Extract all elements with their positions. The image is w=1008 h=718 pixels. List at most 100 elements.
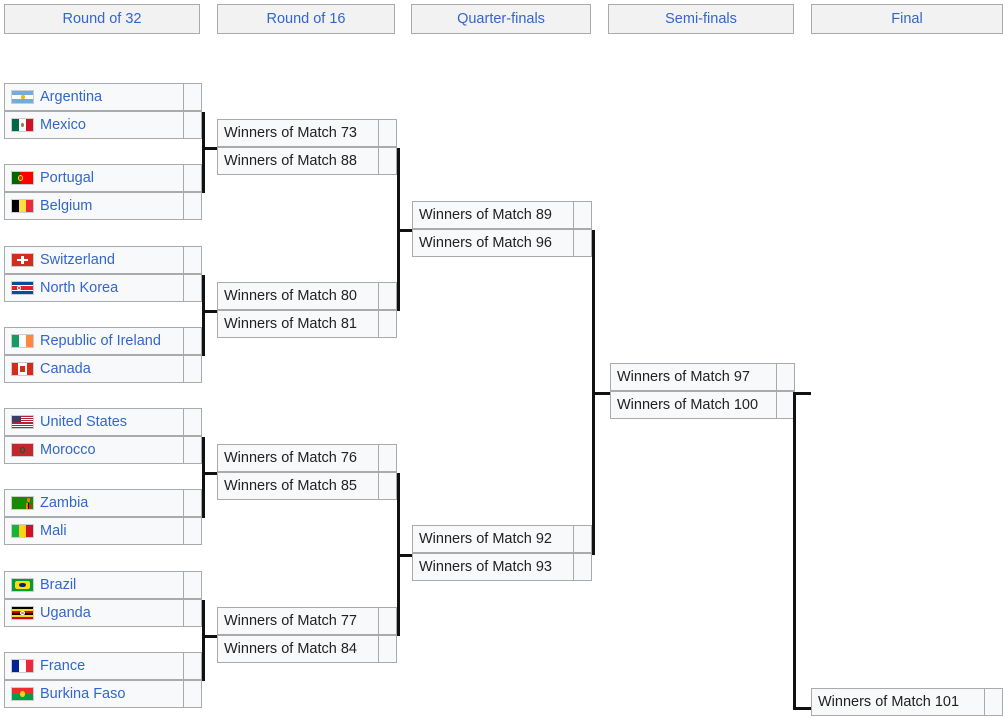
team-entry[interactable]: Belgium bbox=[4, 192, 202, 220]
team-score-cell bbox=[183, 409, 201, 435]
semi-final-label: Winners of Match 100 bbox=[617, 397, 759, 413]
team-score-cell bbox=[183, 490, 201, 516]
round-of-16-label: Winners of Match 88 bbox=[224, 153, 357, 169]
quarter-final-label: Winners of Match 96 bbox=[419, 235, 552, 251]
connector-stub-r16-pair-2 bbox=[397, 554, 412, 557]
connector-stub-r32-pair-2 bbox=[202, 310, 217, 313]
team-name-cell: Portugal bbox=[5, 165, 183, 191]
connector-stub-r32-pair-1 bbox=[202, 147, 217, 150]
round-of-16-name-cell: Winners of Match 85 bbox=[218, 473, 378, 499]
connector-vertical-r32-pair-3 bbox=[202, 437, 205, 518]
round-of-16-entry[interactable]: Winners of Match 81 bbox=[217, 310, 397, 338]
round-of-16-entry[interactable]: Winners of Match 77 bbox=[217, 607, 397, 635]
quarter-final-entry[interactable]: Winners of Match 89 bbox=[412, 201, 592, 229]
round-of-16-score-cell bbox=[378, 636, 396, 662]
team-entry[interactable]: Mali bbox=[4, 517, 202, 545]
quarter-final-name-cell: Winners of Match 92 bbox=[413, 526, 573, 552]
team-name-cell: France bbox=[5, 653, 183, 679]
round-of-16-score-cell bbox=[378, 473, 396, 499]
team-score-cell bbox=[183, 600, 201, 626]
round-header-2: Round of 16 bbox=[217, 4, 395, 34]
quarter-final-label: Winners of Match 93 bbox=[419, 559, 552, 575]
flag-burkina-faso-icon bbox=[11, 687, 34, 701]
team-entry[interactable]: Republic of Ireland bbox=[4, 327, 202, 355]
connector-stub-qf-pair-1 bbox=[592, 392, 610, 395]
quarter-final-entry[interactable]: Winners of Match 96 bbox=[412, 229, 592, 257]
semi-final-name-cell: Winners of Match 100 bbox=[611, 392, 776, 418]
team-name-cell: Switzerland bbox=[5, 247, 183, 273]
round-of-16-score-cell bbox=[378, 283, 396, 309]
team-entry[interactable]: Portugal bbox=[4, 164, 202, 192]
team-entry[interactable]: Zambia bbox=[4, 489, 202, 517]
team-score-cell bbox=[183, 681, 201, 707]
team-label: Portugal bbox=[40, 170, 95, 186]
round-of-16-entry[interactable]: Winners of Match 88 bbox=[217, 147, 397, 175]
quarter-final-name-cell: Winners of Match 96 bbox=[413, 230, 573, 256]
team-entry[interactable]: Burkina Faso bbox=[4, 680, 202, 708]
quarter-final-name-cell: Winners of Match 89 bbox=[413, 202, 573, 228]
round-of-16-label: Winners of Match 80 bbox=[224, 288, 357, 304]
team-label: United States bbox=[40, 414, 128, 430]
flag-brazil-icon bbox=[11, 578, 34, 592]
team-label: France bbox=[40, 658, 86, 674]
team-entry[interactable]: Argentina bbox=[4, 83, 202, 111]
quarter-final-entry[interactable]: Winners of Match 92 bbox=[412, 525, 592, 553]
round-of-16-score-cell bbox=[378, 608, 396, 634]
team-entry[interactable]: Morocco bbox=[4, 436, 202, 464]
round-of-16-label: Winners of Match 84 bbox=[224, 641, 357, 657]
round-header-5: Final bbox=[811, 4, 1003, 34]
round-of-16-name-cell: Winners of Match 84 bbox=[218, 636, 378, 662]
team-name-cell: North Korea bbox=[5, 275, 183, 301]
team-name-cell: Argentina bbox=[5, 84, 183, 110]
round-of-16-entry[interactable]: Winners of Match 84 bbox=[217, 635, 397, 663]
team-label: Morocco bbox=[40, 442, 96, 458]
quarter-final-score-cell bbox=[573, 230, 591, 256]
round-of-16-score-cell bbox=[378, 445, 396, 471]
connector-stub-r32-pair-4 bbox=[202, 635, 217, 638]
round-of-16-name-cell: Winners of Match 80 bbox=[218, 283, 378, 309]
team-name-cell: Mexico bbox=[5, 112, 183, 138]
flag-uganda-icon bbox=[11, 606, 34, 620]
team-entry[interactable]: Switzerland bbox=[4, 246, 202, 274]
team-score-cell bbox=[183, 112, 201, 138]
team-label: Belgium bbox=[40, 198, 93, 214]
round-of-16-entry[interactable]: Winners of Match 80 bbox=[217, 282, 397, 310]
team-label: Republic of Ireland bbox=[40, 333, 161, 349]
flag-portugal-icon bbox=[11, 171, 34, 185]
round-of-16-label: Winners of Match 77 bbox=[224, 613, 357, 629]
team-name-cell: Morocco bbox=[5, 437, 183, 463]
round-of-16-entry[interactable]: Winners of Match 76 bbox=[217, 444, 397, 472]
team-score-cell bbox=[183, 165, 201, 191]
flag-morocco-icon bbox=[11, 443, 34, 457]
team-entry[interactable]: Canada bbox=[4, 355, 202, 383]
team-entry[interactable]: United States bbox=[4, 408, 202, 436]
semi-final-name-cell: Winners of Match 97 bbox=[611, 364, 776, 390]
semi-final-entry[interactable]: Winners of Match 97 bbox=[610, 363, 795, 391]
team-entry[interactable]: Uganda bbox=[4, 599, 202, 627]
connector-top-sf-to-final bbox=[793, 392, 811, 395]
final-entry[interactable]: Winners of Match 101 bbox=[811, 688, 1003, 716]
round-of-16-name-cell: Winners of Match 77 bbox=[218, 608, 378, 634]
flag-mexico-icon bbox=[11, 118, 34, 132]
flag-belgium-icon bbox=[11, 199, 34, 213]
round-of-16-entry[interactable]: Winners of Match 85 bbox=[217, 472, 397, 500]
flag-argentina-icon bbox=[11, 90, 34, 104]
flag-canada-icon bbox=[11, 362, 34, 376]
team-entry[interactable]: North Korea bbox=[4, 274, 202, 302]
team-score-cell bbox=[183, 247, 201, 273]
team-entry[interactable]: Brazil bbox=[4, 571, 202, 599]
round-of-16-score-cell bbox=[378, 148, 396, 174]
team-score-cell bbox=[183, 356, 201, 382]
semi-final-entry[interactable]: Winners of Match 100 bbox=[610, 391, 795, 419]
team-name-cell: Burkina Faso bbox=[5, 681, 183, 707]
quarter-final-entry[interactable]: Winners of Match 93 bbox=[412, 553, 592, 581]
team-entry[interactable]: France bbox=[4, 652, 202, 680]
team-label: Burkina Faso bbox=[40, 686, 126, 702]
team-label: Switzerland bbox=[40, 252, 115, 268]
quarter-final-score-cell bbox=[573, 526, 591, 552]
team-entry[interactable]: Mexico bbox=[4, 111, 202, 139]
flag-united-states-icon bbox=[11, 415, 34, 429]
team-score-cell bbox=[183, 518, 201, 544]
round-of-16-label: Winners of Match 73 bbox=[224, 125, 357, 141]
round-of-16-entry[interactable]: Winners of Match 73 bbox=[217, 119, 397, 147]
